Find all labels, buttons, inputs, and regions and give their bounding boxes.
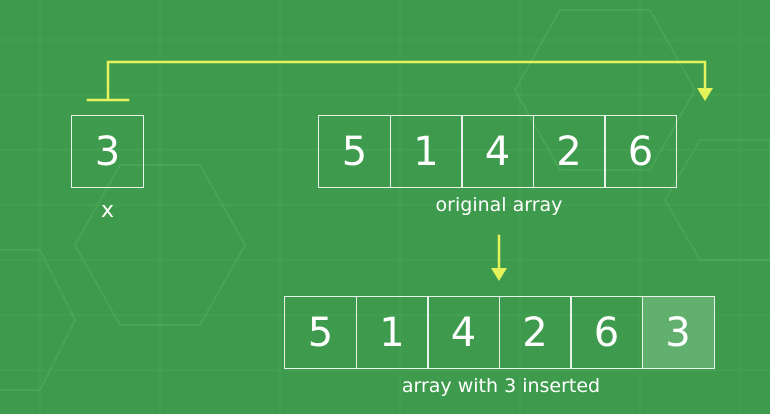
- array-cell: 6: [604, 115, 677, 188]
- x-value-box: 3: [71, 115, 144, 188]
- connector-line: [86, 60, 707, 102]
- inserted-cell: 3: [641, 296, 715, 369]
- arrow-head-icon: [491, 268, 507, 281]
- result-array-label: array with 3 inserted: [401, 375, 601, 397]
- original-array-label: original array: [435, 194, 563, 216]
- array-cell: 4: [427, 296, 500, 369]
- x-label: x: [100, 198, 115, 223]
- array-cell: 2: [498, 296, 572, 369]
- array-cell: 5: [284, 296, 357, 369]
- arrow-head-icon: [697, 88, 713, 101]
- array-cell: 6: [570, 296, 643, 369]
- array-cell: 4: [461, 115, 534, 188]
- array-cell: 1: [355, 296, 429, 369]
- array-cell: 2: [532, 115, 606, 188]
- array-cell: 1: [389, 115, 463, 188]
- array-cell: 5: [318, 115, 391, 188]
